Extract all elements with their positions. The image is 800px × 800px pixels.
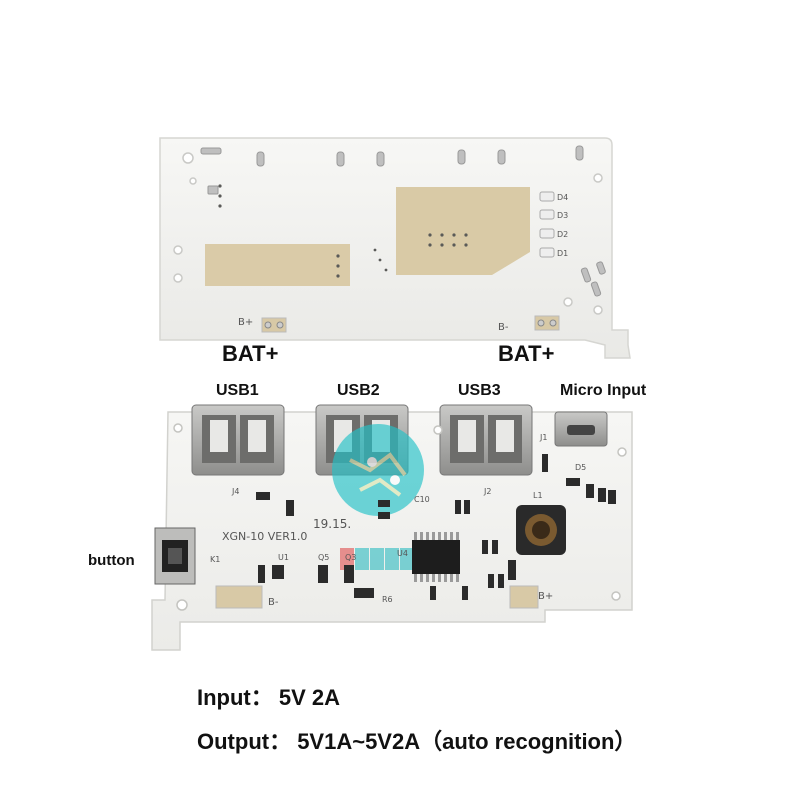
silk-q3: Q3 xyxy=(345,553,356,562)
pcb-bottom-board: XGN-10 VER1.0 19.15. J4 J2 J1 K1 U1 U4 L… xyxy=(151,404,633,651)
pcb-top-board: B+ B- D4 D3 D2 D1 xyxy=(159,137,631,359)
ic-u4-chip xyxy=(412,532,460,582)
usb1-port xyxy=(191,404,285,476)
top-silk-b-plus: B+ xyxy=(238,317,253,328)
micro-usb-port xyxy=(554,411,608,447)
silk-r6: R6 xyxy=(382,595,393,604)
top-board-pad-left xyxy=(205,244,350,286)
usb3-label: USB3 xyxy=(458,382,501,399)
top-silk-b-minus: B- xyxy=(498,322,509,333)
silk-j4: J4 xyxy=(231,487,239,496)
silk-d2: D2 xyxy=(557,230,568,239)
tactile-button xyxy=(154,527,196,585)
silk-l1: L1 xyxy=(533,491,543,500)
inductor-l1 xyxy=(516,505,566,555)
silk-u4: U4 xyxy=(397,549,408,558)
output-spec: Output： 5V1A~5V2A（auto recognition） xyxy=(197,729,637,754)
usb2-label: USB2 xyxy=(337,382,380,399)
silk-date: 19.15. xyxy=(313,517,351,531)
silk-q5: Q5 xyxy=(318,553,329,562)
usb1-label: USB1 xyxy=(216,382,259,399)
silk-j1: J1 xyxy=(539,433,547,442)
silk-d4: D4 xyxy=(557,193,568,202)
silk-d3: D3 xyxy=(557,211,568,220)
silk-c10: C10 xyxy=(414,495,430,504)
silk-model: XGN-10 VER1.0 xyxy=(222,530,307,543)
silk-d5: D5 xyxy=(575,463,586,472)
silk-u1: U1 xyxy=(278,553,289,562)
button-label: button xyxy=(88,552,135,569)
input-spec: Input： 5V 2A xyxy=(197,685,341,710)
silk-d1: D1 xyxy=(557,249,568,258)
bat-plus-right-label: BAT+ xyxy=(498,341,555,366)
silk-j2: J2 xyxy=(483,487,491,496)
usb3-port xyxy=(439,404,533,476)
silk-k1: K1 xyxy=(210,555,220,564)
silk-bottom-b-plus: B+ xyxy=(538,591,553,602)
silk-bottom-b-minus: B- xyxy=(268,597,279,608)
bat-plus-left-label: BAT+ xyxy=(222,341,279,366)
top-board-pad-large xyxy=(396,187,530,275)
micro-input-label: Micro Input xyxy=(560,382,647,399)
